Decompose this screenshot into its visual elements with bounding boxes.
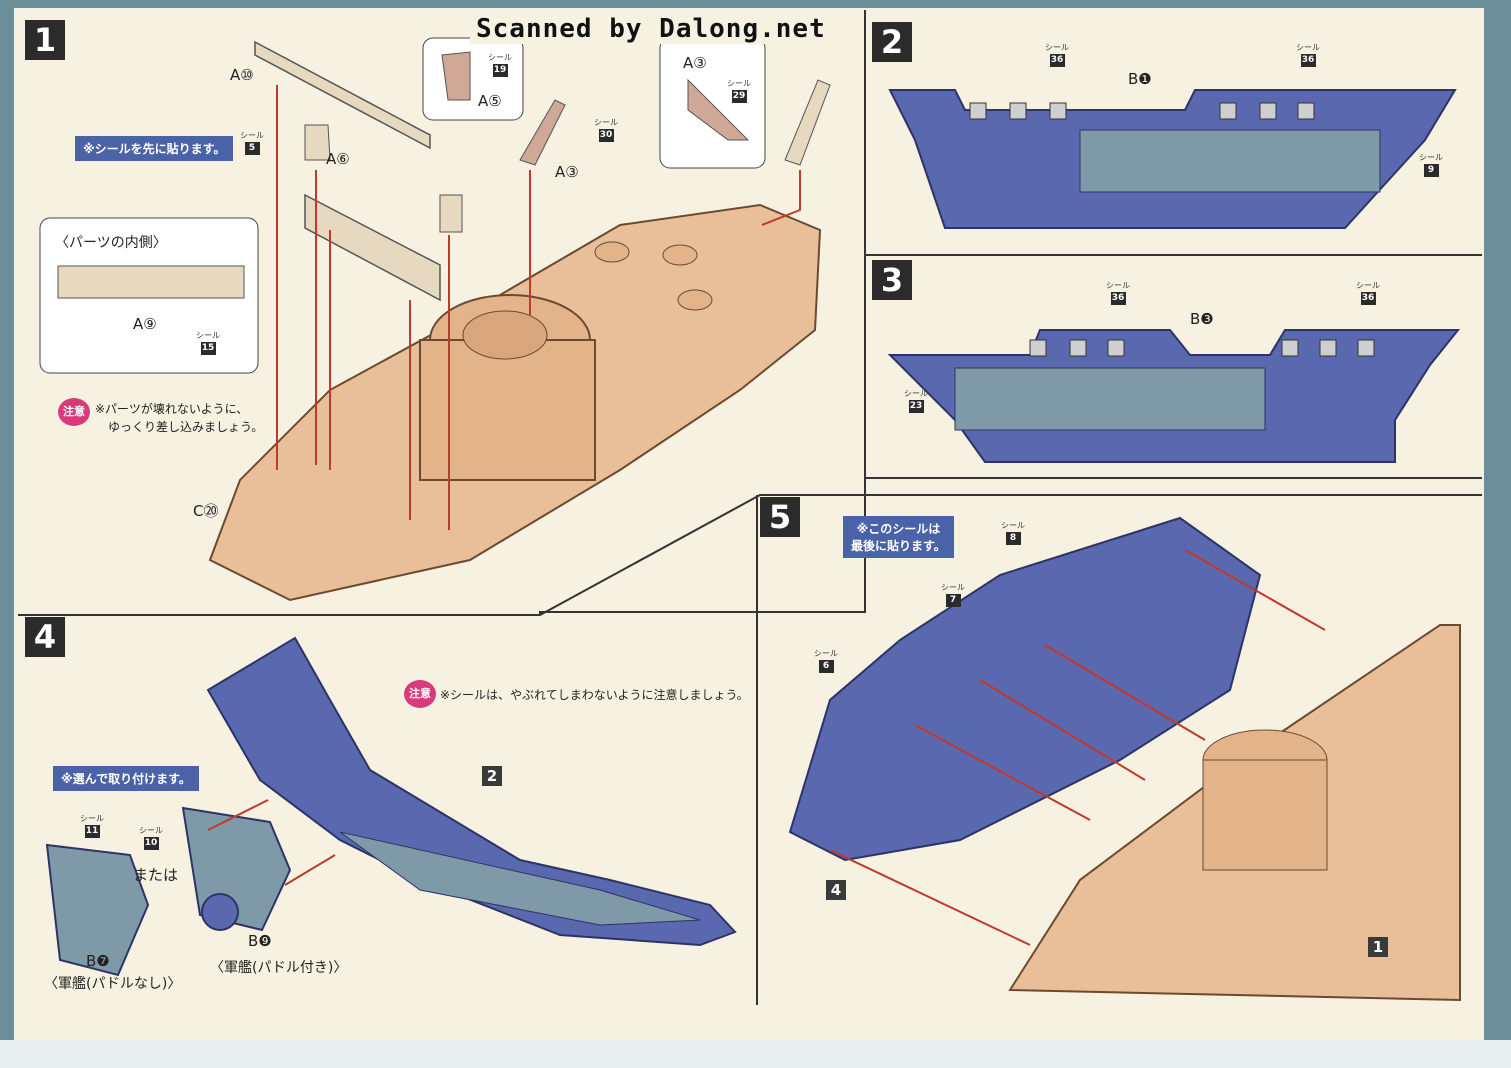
part-label-c20: C⑳	[193, 502, 219, 520]
part-label-a6: A⑥	[326, 150, 350, 168]
caption-no-paddle: 〈軍艦(パドルなし)〉	[44, 976, 182, 992]
part-label-a5: A⑤	[478, 92, 502, 110]
step-number-4: 4	[25, 617, 65, 657]
caution-line-2: ゆっくり差し込みましょう。	[108, 420, 264, 434]
part-label-b3: B❸	[1190, 310, 1214, 328]
note-choose: ※選んで取り付けます。	[53, 766, 199, 791]
step-number-5: 5	[760, 497, 800, 537]
part-label-a10: A⑩	[230, 66, 254, 84]
step-number-2: 2	[872, 22, 912, 62]
part-label-a3-callout: A③	[683, 54, 707, 72]
step-number-3: 3	[872, 260, 912, 300]
note-seal-first: ※シールを先に貼ります。	[75, 136, 234, 161]
hull-inner-step5	[788, 516, 1262, 862]
page-margin	[0, 1040, 1511, 1068]
caution-text-step4: ※シールは、やぶれてしまわないように注意しましょう。	[440, 688, 749, 702]
rail-part-center	[304, 193, 441, 302]
note-seal-last-line-1: ※このシールは	[856, 522, 941, 536]
ref-step-2: 2	[482, 766, 502, 786]
paddle-wheel	[201, 893, 239, 931]
caution-badge-step4: 注意	[404, 680, 436, 708]
part-label-b1: B❶	[1128, 70, 1152, 88]
part-label-a3: A③	[555, 163, 579, 181]
caution-badge: 注意	[58, 398, 90, 426]
ref-step-1: 1	[1368, 937, 1388, 957]
part-label-a9: A⑨	[133, 315, 157, 333]
part-label-b7: B❼	[86, 952, 110, 970]
note-seal-last: ※このシールは 最後に貼ります。	[843, 516, 954, 558]
caution-line-1: ※パーツが壊れないように、	[95, 402, 249, 416]
or-text: または	[133, 866, 179, 884]
part-label-b9: B❾	[248, 932, 272, 950]
paddle-panel-b7	[45, 843, 150, 977]
caption-with-paddle: 〈軍艦(パドル付き)〉	[210, 960, 348, 976]
scan-watermark: Scanned by Dalong.net	[470, 14, 832, 44]
inside-view-title: 〈パーツの内側〉	[55, 235, 167, 251]
step-number-1: 1	[25, 20, 65, 60]
rail-part-a10	[254, 40, 431, 150]
ref-step-4: 4	[826, 880, 846, 900]
note-seal-last-line-2: 最後に貼ります。	[851, 539, 946, 553]
